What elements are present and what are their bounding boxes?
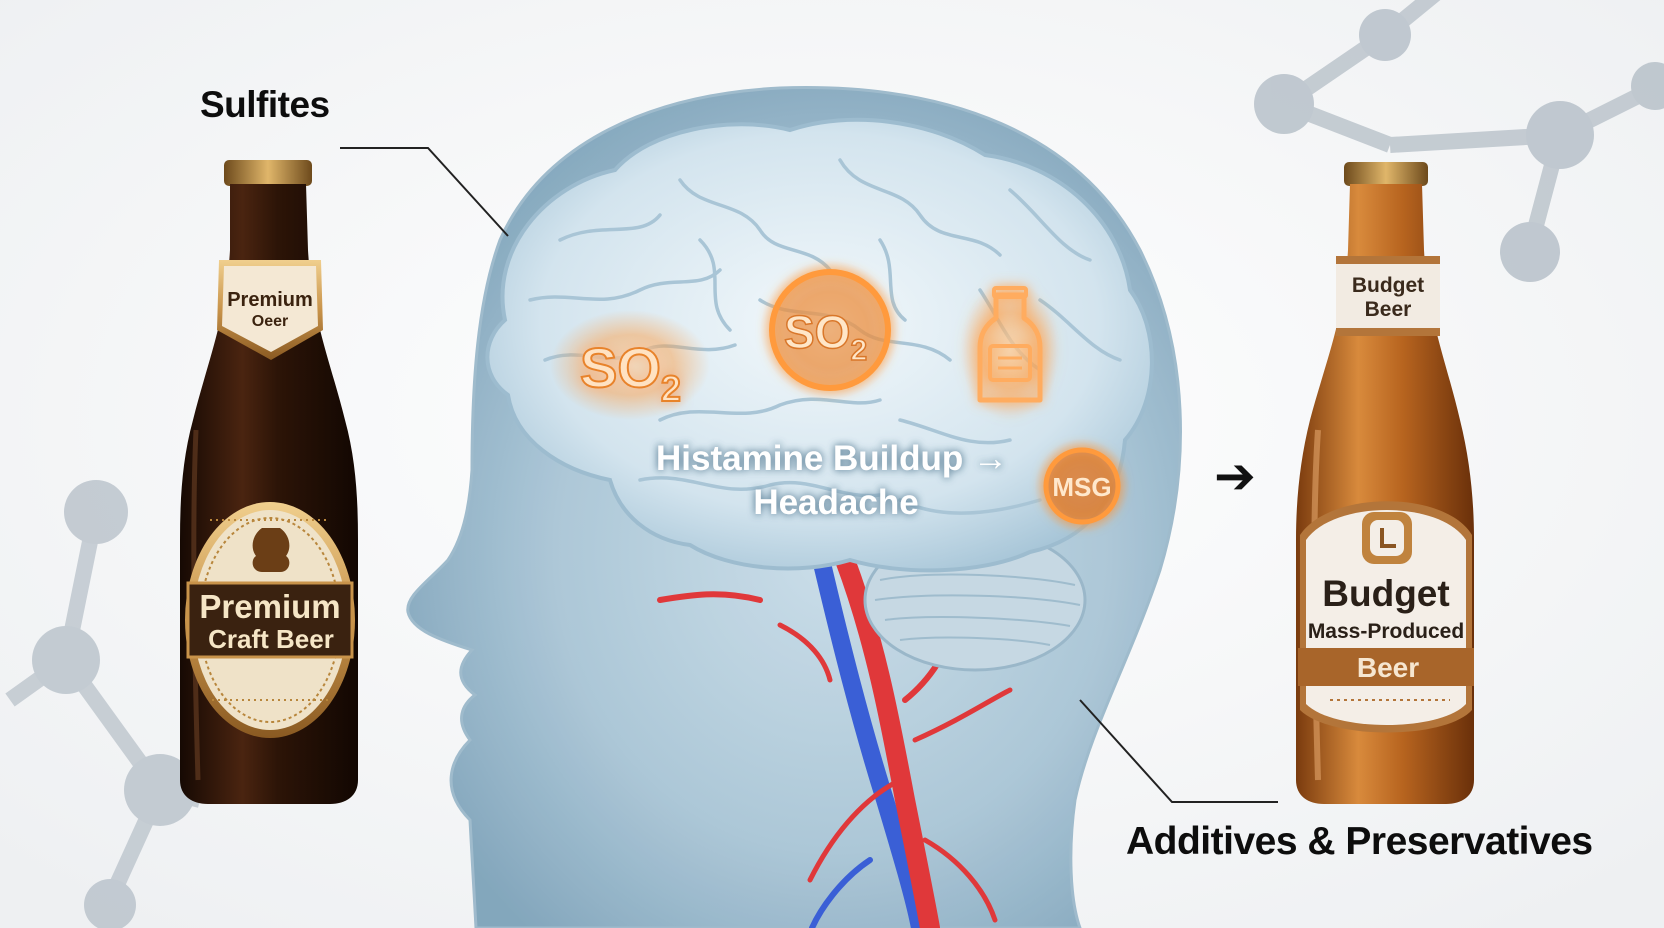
budget-body-line-1: Budget (1322, 573, 1449, 614)
msg-glow: MSG (1034, 438, 1130, 534)
sulfites-label: Sulfites (200, 84, 330, 125)
premium-neck-line-1: Premium (227, 289, 313, 311)
right-arrow-icon: ➔ (1214, 447, 1256, 505)
premium-neck-line-2: Oeer (252, 313, 288, 330)
svg-text:SO2: SO2 (784, 306, 867, 367)
so2-center-sub: 2 (850, 334, 867, 367)
premium-body-line-1: Premium (199, 588, 340, 625)
additives-label: Additives & Preservatives (1126, 820, 1593, 863)
so2-left-main: SO (580, 336, 661, 399)
msg-label: MSG (1052, 472, 1111, 502)
so2-center-main: SO (784, 306, 850, 358)
budget-neck-line-1: Budget (1352, 274, 1424, 297)
caption-line-2: Headache (753, 483, 918, 522)
additives-connector (1079, 699, 1278, 803)
cerebellum-folds (874, 573, 1081, 646)
molecule-decoration-top-right (1254, 0, 1664, 282)
bottle-icon (960, 280, 1060, 420)
svg-text:SO2: SO2 (580, 336, 681, 409)
budget-body-line-2: Mass-Produced (1308, 620, 1464, 643)
blood-vessels (657, 546, 1013, 928)
premium-body-line-2: Craft Beer (208, 624, 334, 654)
sulfites-connector (340, 147, 509, 237)
caption-line-1: Histamine Buildup → (656, 439, 1008, 478)
so2-glow-center: SO2 (760, 260, 900, 400)
so2-left-sub: 2 (661, 368, 681, 409)
budget-mass-produced-beer-bottle: Budget Beer Budget Mass-Produced Beer (1296, 162, 1474, 804)
budget-neck-line-2: Beer (1365, 298, 1412, 321)
budget-body-line-3: Beer (1357, 652, 1419, 683)
premium-craft-beer-bottle: Premium Oeer Premium Craft Beer (180, 160, 358, 804)
so2-glow-left: SO2 (550, 310, 710, 420)
center-caption: Histamine Buildup → Headache (656, 439, 1008, 522)
